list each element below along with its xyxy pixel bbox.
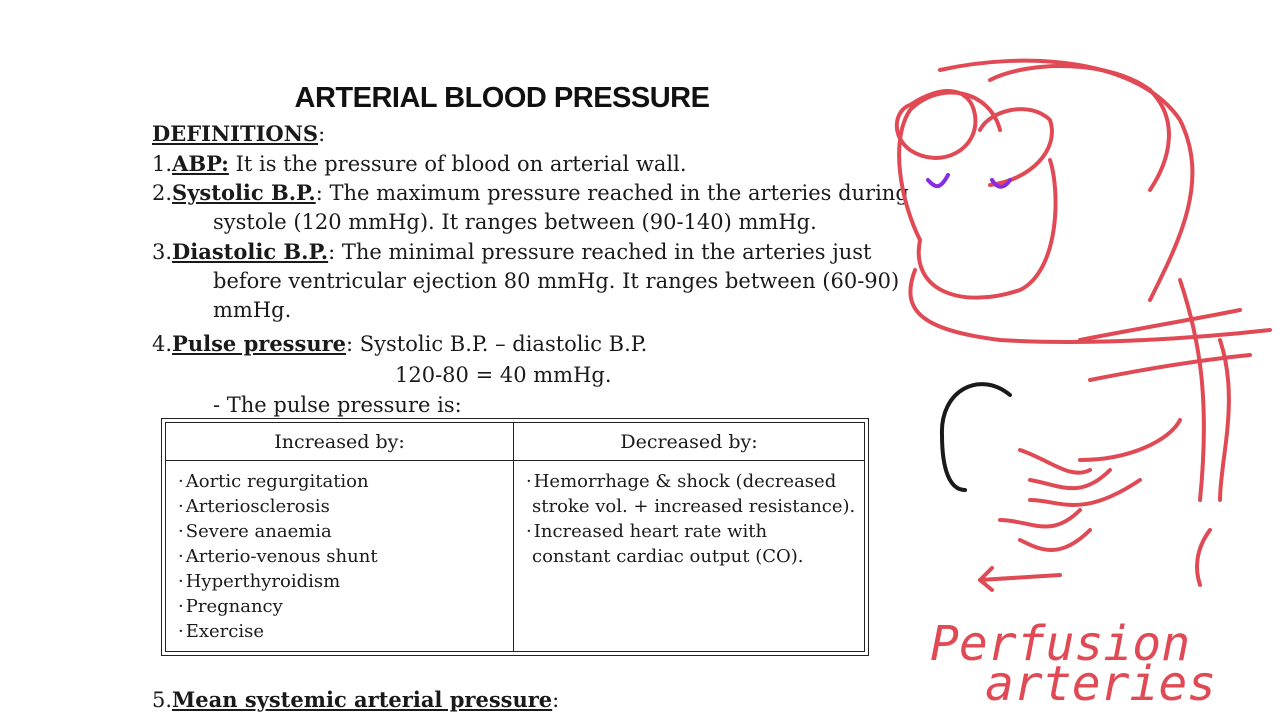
- list-item: constant cardiac output (CO).: [532, 546, 804, 567]
- sketch-label-perfusion: Perfusion: [930, 616, 1190, 672]
- list-item: Arterio-venous shunt: [178, 544, 513, 569]
- definition-mean: 5.Mean systemic arterial pressure:: [152, 687, 560, 712]
- definition-diastolic-cont2: mmHg.: [213, 298, 292, 322]
- list-item: Severe anaemia: [178, 519, 513, 544]
- definition-pulse: 4.Pulse pressure: Systolic B.P. – diasto…: [152, 331, 648, 356]
- increased-cell: Aortic regurgitation Arteriosclerosis Se…: [166, 461, 514, 651]
- list-item: Pregnancy: [178, 594, 513, 619]
- header-increased: Increased by:: [166, 423, 514, 461]
- header-decreased: Decreased by:: [514, 423, 864, 461]
- term-mean: Mean systemic arterial pressure: [172, 687, 553, 712]
- page-title: ARTERIAL BLOOD PRESSURE: [294, 82, 710, 114]
- definition-systolic-cont: systole (120 mmHg). It ranges between (9…: [213, 210, 817, 234]
- list-item: Exercise: [178, 619, 513, 644]
- pulse-formula: 120-80 = 40 mmHg.: [395, 363, 612, 387]
- list-item: Arteriosclerosis: [178, 494, 513, 519]
- term-pulse: Pulse pressure: [172, 331, 347, 356]
- list-item: Increased heart rate with: [526, 519, 864, 544]
- sketch-red-ink: [894, 58, 1272, 592]
- pen-cursor-icon: [939, 382, 1012, 492]
- definition-diastolic-cont: before ventricular ejection 80 mmHg. It …: [213, 269, 900, 293]
- term-systolic: Systolic B.P.: [172, 180, 316, 205]
- definition-abp: 1.ABP: It is the pressure of blood on ar…: [152, 151, 687, 176]
- definition-diastolic: 3.Diastolic B.P.: The minimal pressure r…: [152, 239, 872, 264]
- sketch-purple-ink: [926, 173, 1012, 189]
- term-diastolic: Diastolic B.P.: [172, 239, 329, 264]
- pulse-pressure-table: Increased by: Decreased by: Aortic regur…: [161, 418, 869, 656]
- sketch-label-arteries: arteries: [985, 656, 1216, 712]
- term-abp: ABP:: [172, 151, 229, 176]
- list-item: Hemorrhage & shock (decreased: [526, 469, 864, 494]
- decreased-cell: Hemorrhage & shock (decreased stroke vol…: [514, 461, 864, 651]
- list-item: stroke vol. + increased resistance).: [532, 496, 856, 517]
- definition-systolic: 2.Systolic B.P.: The maximum pressure re…: [152, 180, 909, 205]
- list-item: Aortic regurgitation: [178, 469, 513, 494]
- definitions-heading: DEFINITIONS:: [152, 121, 326, 146]
- list-item: Hyperthyroidism: [178, 569, 513, 594]
- pulse-note: - The pulse pressure is:: [213, 393, 462, 417]
- perfusion-sketch: Perfusion arteries: [894, 58, 1272, 712]
